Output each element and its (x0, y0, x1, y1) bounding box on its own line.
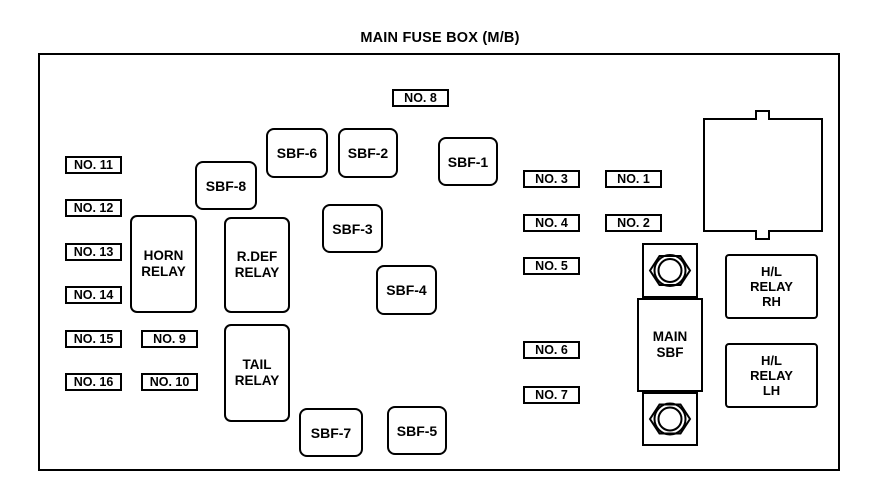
sbf-fuse-5: SBF-5 (387, 406, 447, 455)
sbf-fuse-7: SBF-7 (299, 408, 363, 457)
fuse-slot-no-8: NO. 8 (392, 89, 449, 107)
relay-rdef-label-line2: RELAY (234, 265, 280, 280)
connector-block-bottom-tab (755, 230, 770, 240)
diagram-title: MAIN FUSE BOX (M/B) (360, 30, 520, 46)
connector-block-top-tab (755, 110, 770, 120)
relay-hl-lh-label-line2: RELAY (750, 368, 793, 383)
sbf-fuse-8: SBF-8 (195, 161, 257, 210)
fuse-slot-no-6: NO. 6 (523, 341, 580, 359)
relay-horn-label-line1: HORN (143, 248, 184, 263)
main-sbf-bottom-terminal (642, 392, 698, 446)
main-sbf-body: MAIN SBF (637, 298, 703, 392)
relay-rear-defogger: R.DEF RELAY (224, 217, 290, 313)
terminal-nut-icon (648, 254, 692, 287)
terminal-nut-icon (648, 402, 692, 436)
main-sbf-top-terminal (642, 243, 698, 298)
sbf-fuse-1: SBF-1 (438, 137, 498, 186)
sbf-fuse-4: SBF-4 (376, 265, 437, 315)
fuse-slot-no-15: NO. 15 (65, 330, 122, 348)
fuse-slot-no-2: NO. 2 (605, 214, 662, 232)
relay-hl-rh-label-line1: H/L (761, 264, 782, 279)
relay-tail: TAIL RELAY (224, 324, 290, 422)
relay-hl-rh-label-line3: RH (762, 294, 781, 309)
relay-headlight-rh: H/L RELAY RH (725, 254, 818, 319)
sbf-fuse-3: SBF-3 (322, 204, 383, 253)
relay-hl-lh-label-line1: H/L (761, 353, 782, 368)
fuse-slot-no-7: NO. 7 (523, 386, 580, 404)
sbf-fuse-2: SBF-2 (338, 128, 398, 178)
fuse-slot-no-9: NO. 9 (141, 330, 198, 348)
sbf-fuse-6: SBF-6 (266, 128, 328, 178)
connector-block (703, 118, 823, 232)
relay-horn-label-line2: RELAY (141, 264, 186, 279)
relay-horn: HORN RELAY (130, 215, 197, 313)
relay-tail-label-line1: TAIL (242, 357, 272, 372)
fuse-slot-no-13: NO. 13 (65, 243, 122, 261)
relay-headlight-lh: H/L RELAY LH (725, 343, 818, 408)
fuse-slot-no-11: NO. 11 (65, 156, 122, 174)
fuse-slot-no-10: NO. 10 (141, 373, 198, 391)
fuse-slot-no-16: NO. 16 (65, 373, 122, 391)
main-sbf-label-line1: MAIN (652, 329, 688, 344)
fuse-slot-no-14: NO. 14 (65, 286, 122, 304)
relay-hl-rh-label-line2: RELAY (750, 279, 793, 294)
relay-tail-label-line2: RELAY (234, 373, 280, 388)
fuse-slot-no-3: NO. 3 (523, 170, 580, 188)
fuse-slot-no-1: NO. 1 (605, 170, 662, 188)
relay-rdef-label-line1: R.DEF (236, 249, 278, 264)
fuse-slot-no-12: NO. 12 (65, 199, 122, 217)
main-sbf-label-line2: SBF (656, 345, 684, 360)
fuse-slot-no-5: NO. 5 (523, 257, 580, 275)
relay-hl-lh-label-line3: LH (762, 383, 781, 398)
fuse-slot-no-4: NO. 4 (523, 214, 580, 232)
